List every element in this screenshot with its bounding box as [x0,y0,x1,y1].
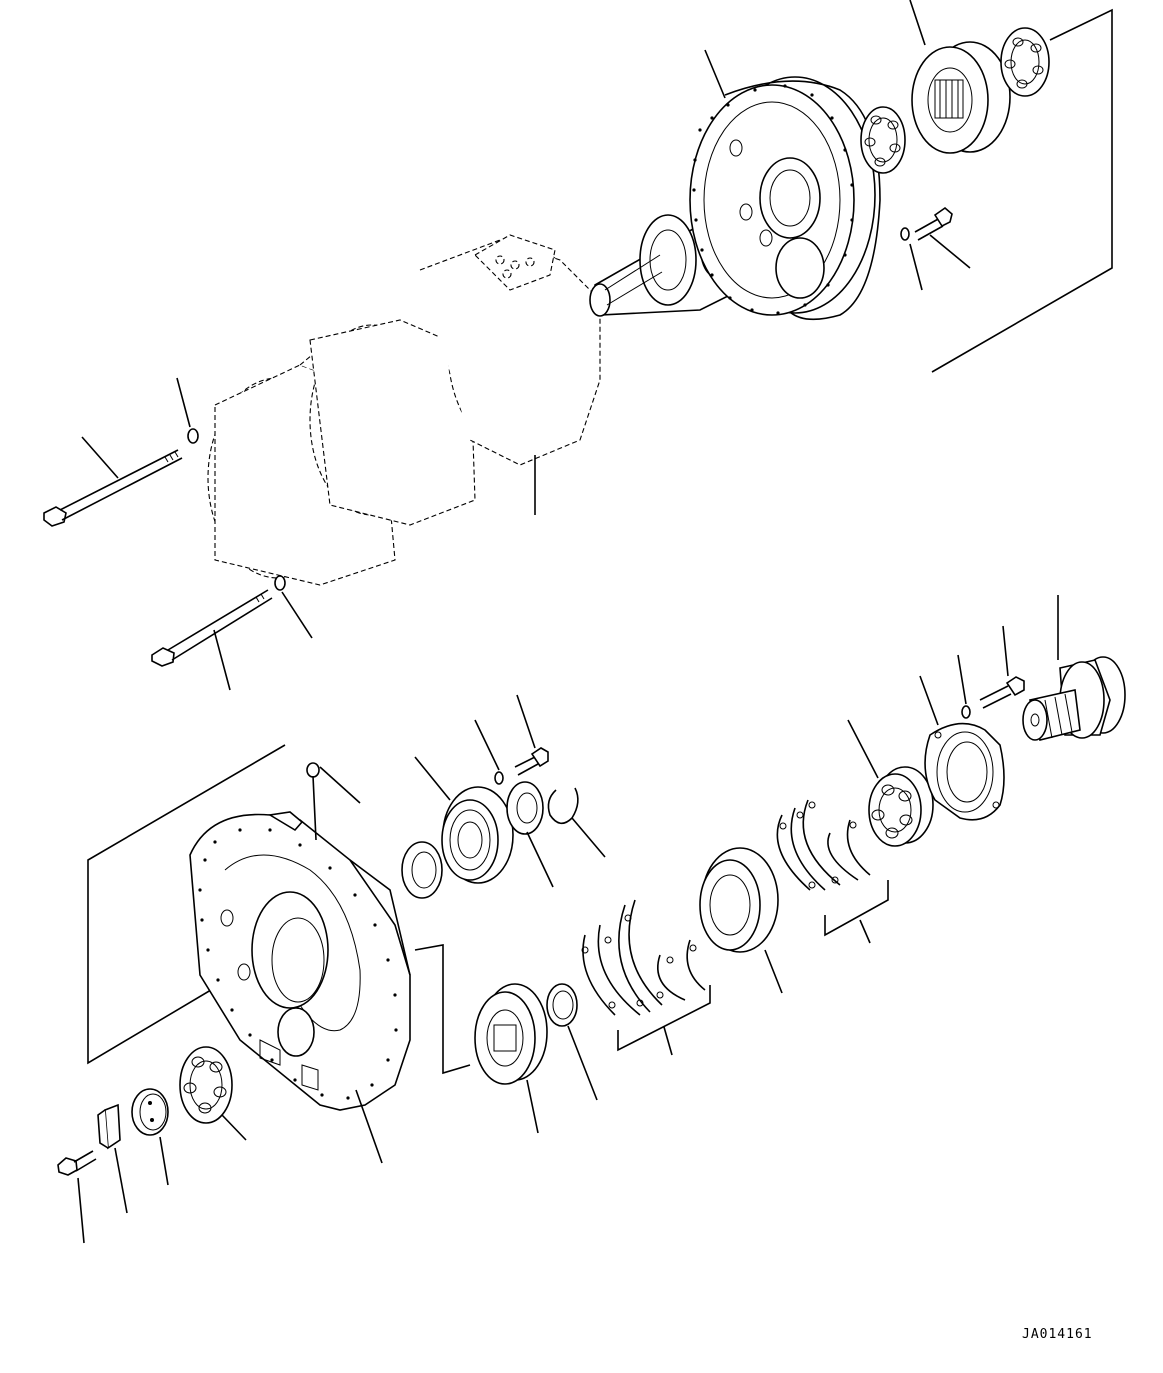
cover-plate [920,676,1004,820]
planetary-carrier [690,50,880,319]
roller-bearing-lower-right [848,720,933,846]
long-bolt-upper [44,378,198,526]
snap-ring [548,788,605,857]
seal-ring [402,842,442,898]
carrier-bolt-holes [692,84,854,315]
brake-piston [700,848,782,993]
main-housing-plate [190,763,410,1163]
drawing-code: JA014161 [1022,1327,1093,1342]
roller-bearing-lower-left [180,1047,246,1140]
housing-bolt-holes [198,828,398,1100]
planet-gear-lower [475,984,547,1133]
phantom-middle-housing [310,320,475,525]
thrust-ring [547,984,597,1100]
lock-plate [98,1105,127,1213]
bearing-cage-flange [415,757,513,883]
needle-bearing [507,782,553,887]
retainer-disc [132,1089,168,1185]
brake-plates-set-right [777,800,888,943]
lower-group-bracket [88,745,470,1073]
long-bolt-lower [152,576,312,690]
bolt-and-washer-upper-right [901,208,970,290]
roller-bearing-upper [861,107,905,173]
bolt-and-washer-mid [475,695,548,784]
output-shaft-gear [1023,595,1125,740]
bolt-lower-left [58,1151,96,1243]
bolt-and-washer-lower-right [958,626,1024,718]
upper-group-bracket [932,10,1112,372]
planet-gear-upper [910,0,1010,153]
phantom-front-housing [420,235,600,465]
brake-plates-set-center [582,900,710,1055]
roller-bearing-top-right [1001,28,1049,96]
